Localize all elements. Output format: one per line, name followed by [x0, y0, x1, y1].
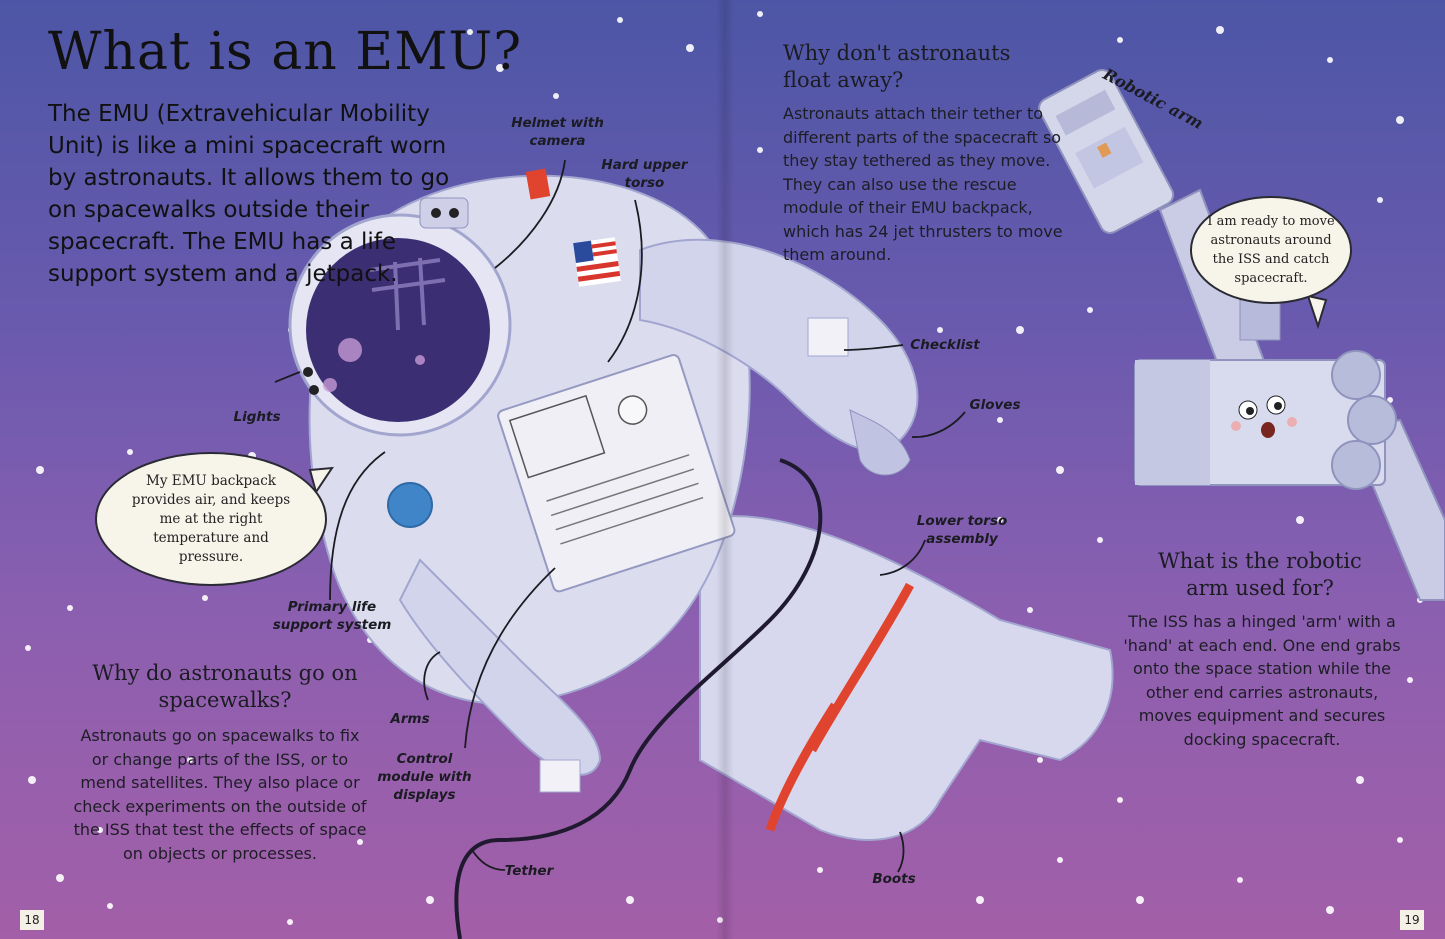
page-title: What is an EMU? [48, 22, 523, 82]
label-tether: Tether [504, 863, 554, 879]
arm-heading: What is the robotic arm used for? [1158, 549, 1362, 600]
label-helmet: Helmet with camera [511, 115, 604, 149]
label-primary-life-support: Primary life support system [272, 599, 392, 633]
page-number-right: 19 [1400, 910, 1424, 930]
label-control-module: Control module with displays [377, 751, 472, 803]
float-heading: Why don't astronauts float away? [783, 41, 1011, 92]
robotic-arm-illustration [1038, 69, 1445, 601]
speech-bubble-emu: My EMU backpack provides air, and keeps … [95, 452, 327, 586]
bubble-tail-left [308, 466, 334, 495]
spacewalks-heading: Why do astronauts go on spacewalks? [92, 661, 358, 712]
speech-bubble-robotic-arm-text: I am ready to move astronauts around the… [1207, 214, 1335, 286]
label-gloves: Gloves [969, 397, 1021, 413]
arm-text: The ISS has a hinged 'arm' with a 'hand'… [1123, 612, 1401, 749]
float-text: Astronauts attach their tether to differ… [783, 104, 1063, 264]
label-pointers [274, 159, 966, 873]
label-lower-torso: Lower torso assembly [916, 513, 1008, 547]
label-arms: Arms [390, 711, 430, 727]
speech-bubble-emu-text: My EMU backpack provides air, and keeps … [131, 472, 291, 565]
astronaut-illustration [288, 168, 1114, 939]
intro-paragraph: The EMU (Extravehicular Mobility Unit) i… [48, 101, 450, 287]
speech-bubble-robotic-arm: I am ready to move astronauts around the… [1190, 196, 1352, 304]
label-boots: Boots [872, 871, 916, 887]
label-upper-torso: Hard upper torso [601, 157, 688, 191]
label-lights: Lights [233, 409, 281, 425]
page-number-left: 18 [20, 910, 44, 930]
label-checklist: Checklist [910, 337, 980, 353]
spacewalks-text: Astronauts go on spacewalks to fix or ch… [73, 726, 367, 863]
bubble-tail-right [1306, 294, 1328, 330]
